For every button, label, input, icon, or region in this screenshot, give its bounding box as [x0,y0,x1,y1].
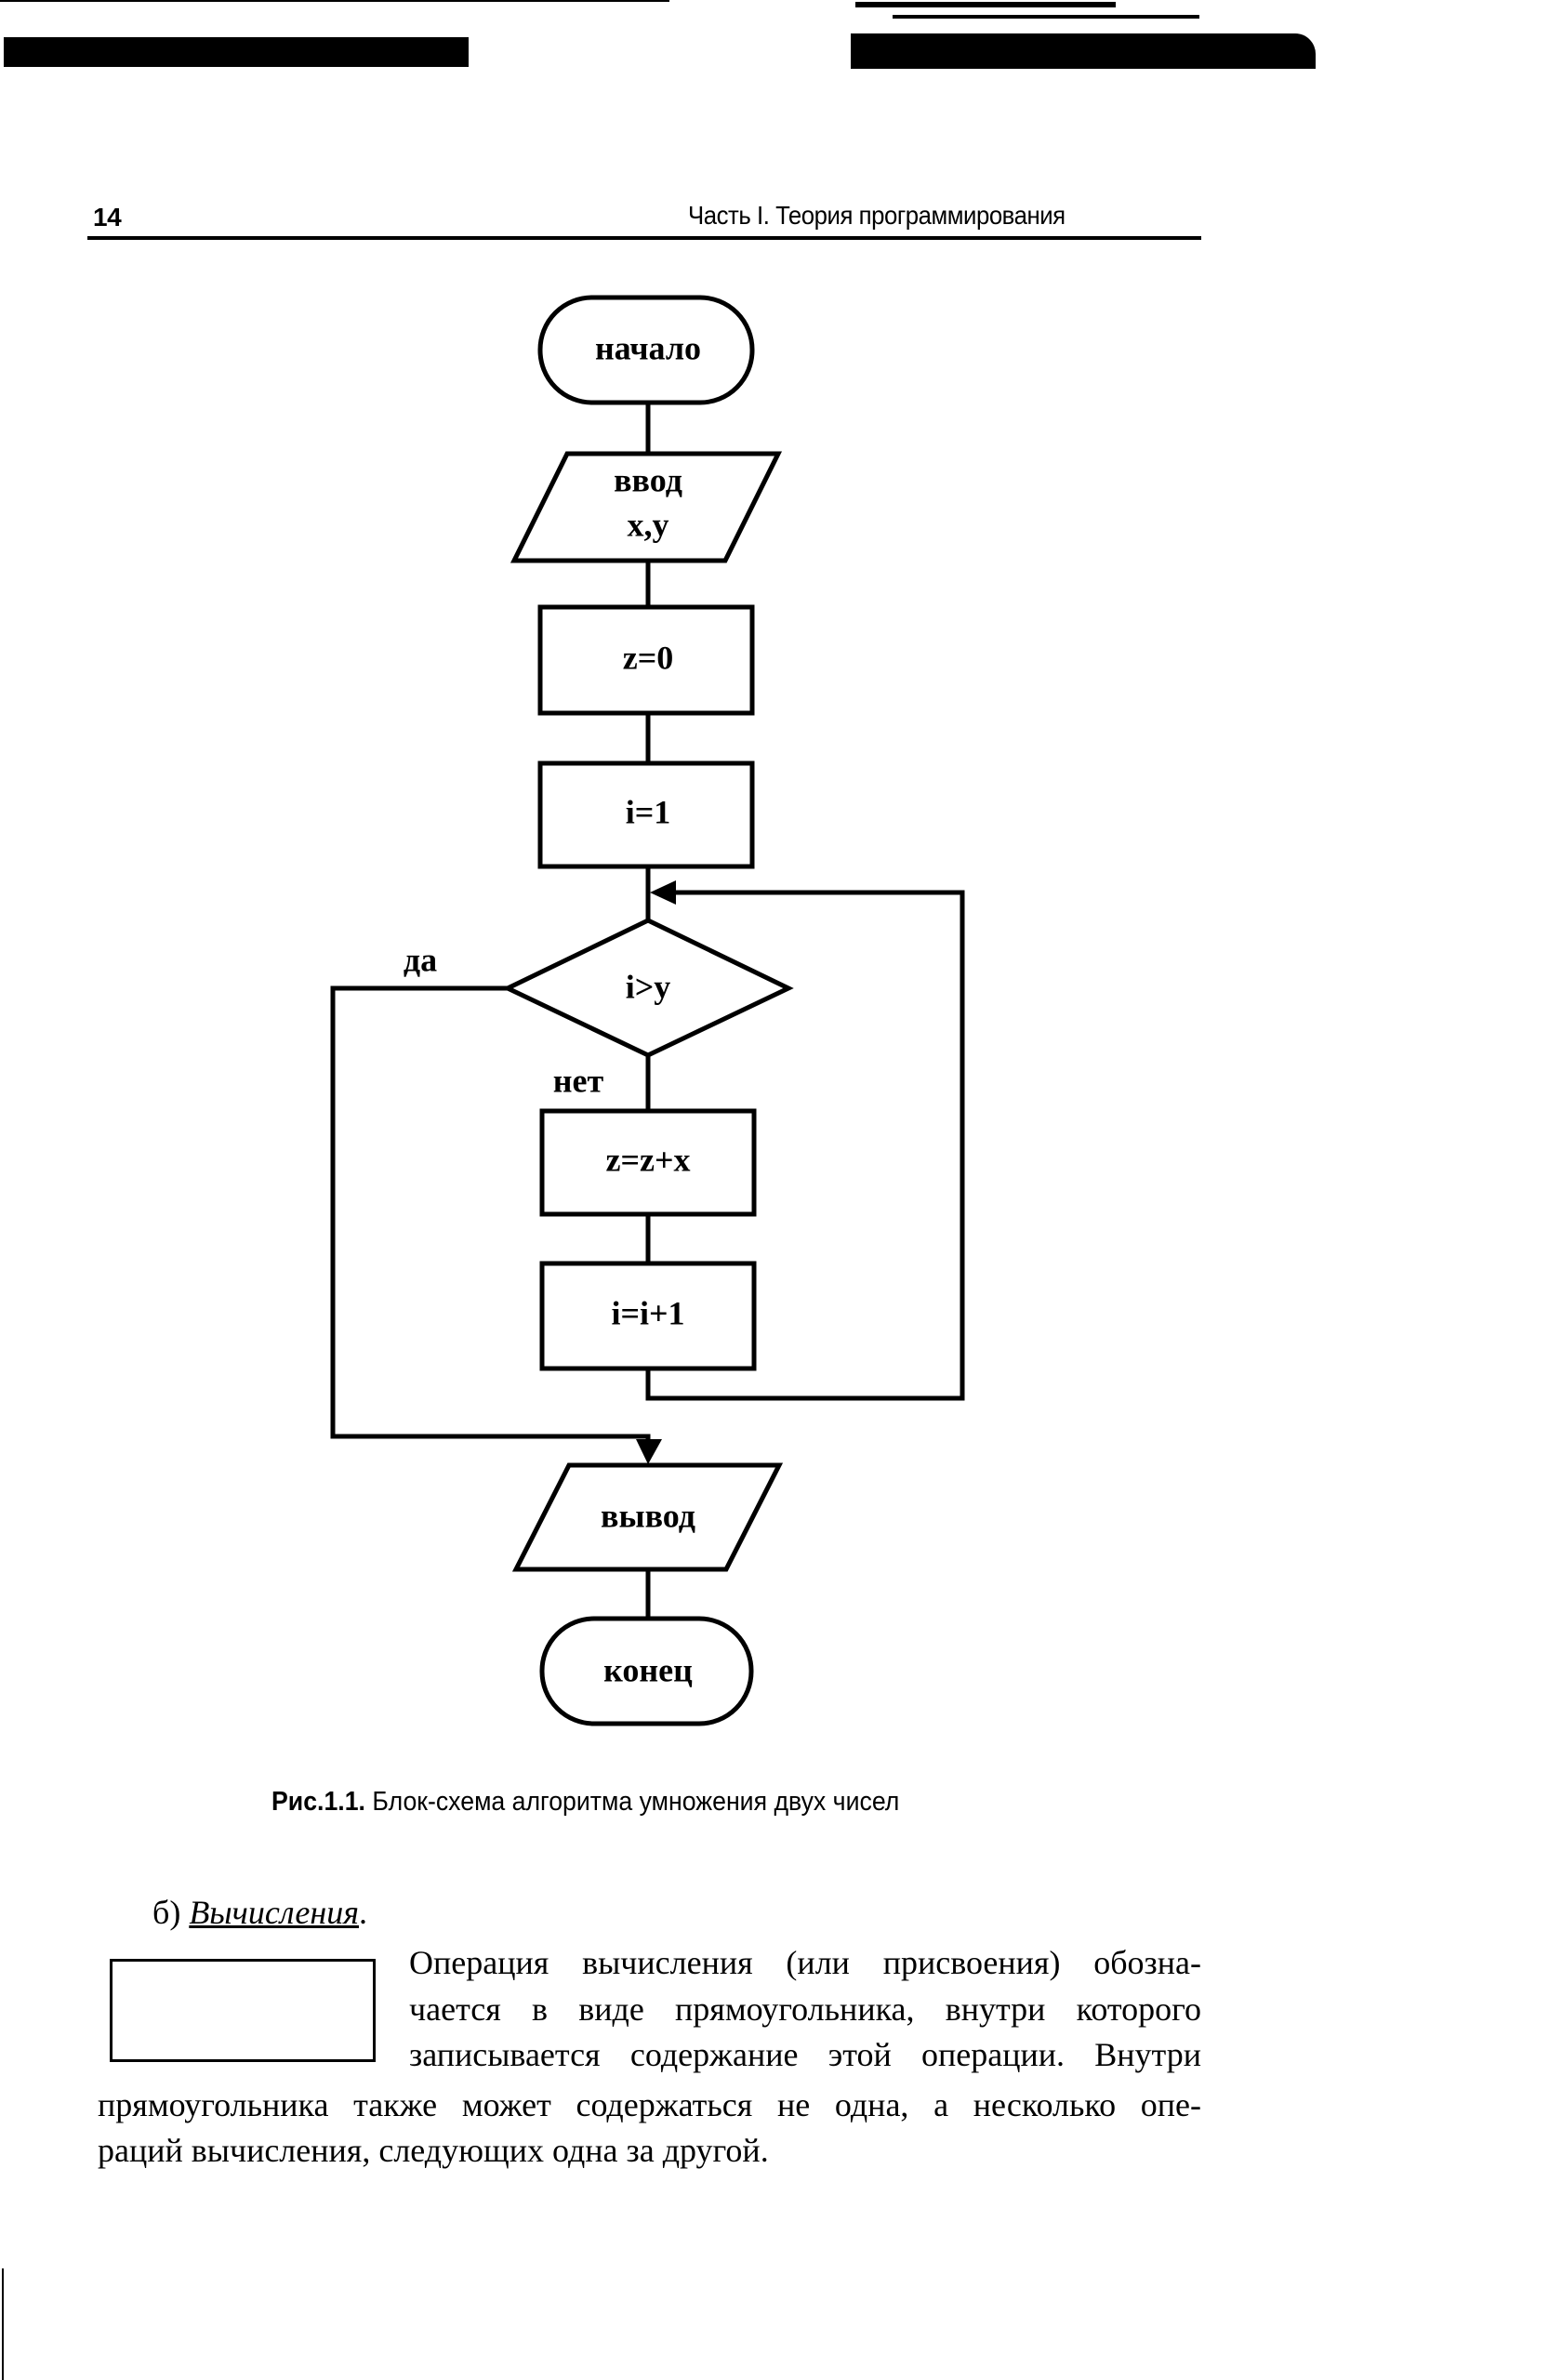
input-label-line2: x,y [628,506,669,543]
figure-caption-prefix: Рис.1.1. [271,1787,365,1817]
scan-artifact-top-line [0,0,669,2]
output-io-block [511,1462,784,1572]
no-branch-label: нет [553,1062,604,1099]
page-number: 14 [93,203,122,231]
header-rule [87,236,1201,240]
section-heading: б) Вычисления. [152,1893,367,1932]
section-title: Вычисления [189,1894,360,1931]
section-marker: б) [152,1894,181,1931]
section-title-suffix: . [359,1894,368,1931]
init-z-label: z=0 [623,639,674,676]
condition-label: i>y [626,968,671,1005]
paragraph-line: Операция вычисления (или присвоения) обо… [409,1944,1201,1981]
yes-branch-line [330,985,651,1450]
loop-arrowhead-icon [650,880,676,905]
add-label: z=z+x [606,1141,691,1178]
figure-caption-text: Блок-схема алгоритма умножения двух чисе… [372,1787,900,1817]
scan-artifact-right-bar [851,33,1316,69]
yes-arrowhead-icon [636,1439,662,1464]
end-label: конец [603,1651,693,1688]
end-terminator [539,1616,754,1726]
init-i-label: i=1 [626,793,671,830]
loop-back-line [645,890,965,1401]
start-label: начало [595,329,701,366]
input-io-block [510,451,783,563]
process-block-illustration [110,1959,376,2062]
paragraph-line: записывается содержание этой операции. В… [409,2036,1201,2073]
scan-artifact-right-thin2 [893,15,1199,19]
scan-artifact-left-bar [4,37,469,67]
yes-branch-label: да [404,941,437,978]
paragraph-line: чается в виде прямоугольника, внутри кот… [409,1990,1201,2028]
increment-label: i=i+1 [611,1294,684,1331]
figure-caption: Рис.1.1. Блок-схема алгоритма умножения … [271,1787,899,1818]
input-label-line1: ввод [614,461,682,498]
paragraph-line: прямоугольника также может содержаться н… [98,2086,1201,2123]
scan-artifact-right-thin [855,2,1116,7]
scan-artifact-left-edge [2,2268,4,2380]
running-title: Часть I. Теория программирования [688,201,1066,230]
paragraph-line-last: раций вычисления, следующих одна за друг… [98,2132,769,2169]
output-label: вывод [601,1497,695,1534]
